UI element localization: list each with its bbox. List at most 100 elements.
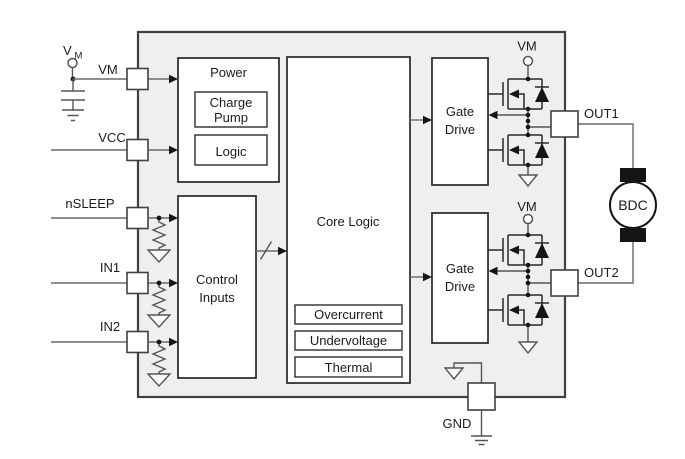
nsleep-junction-dot — [156, 215, 162, 221]
vm-supply-label: V — [63, 43, 72, 58]
bus-slash-icon — [259, 241, 273, 260]
in1-junction-dot — [156, 280, 162, 286]
control-to-core-bus — [256, 241, 287, 260]
pin-vm-label: VM — [98, 62, 118, 77]
pin-vcc-label: VCC — [98, 130, 125, 145]
core-logic-box — [286, 56, 411, 384]
bridge2-ground-icon — [517, 341, 539, 355]
mosfet-hs2-body — [488, 234, 542, 266]
control-inputs-label-1: Control — [196, 272, 238, 287]
gate-drive-2-label-1: Gate — [446, 261, 474, 276]
gnd-assembly: GND — [443, 362, 496, 446]
thermal-label: Thermal — [325, 360, 373, 375]
gate-drive-2-label-2: Drive — [445, 279, 475, 294]
motor-label: BDC — [618, 197, 648, 213]
mosfet-ls1-arrow-icon — [509, 145, 519, 155]
in2-ground-icon — [146, 373, 172, 388]
mosfet-ls2-arrow-icon — [509, 305, 519, 315]
gate-drive-1-label-2: Drive — [445, 122, 475, 137]
nsleep-resistor-icon — [151, 220, 167, 250]
input-pulldowns — [146, 215, 172, 388]
pin-vcc — [126, 138, 149, 162]
bridge2-sense-arrowhead-icon — [488, 266, 498, 276]
pin-out1-label: OUT1 — [584, 106, 619, 121]
mosfet-ls2-body — [488, 294, 542, 326]
pin-gnd-label: GND — [443, 416, 472, 431]
capacitor-icon — [61, 79, 85, 101]
logic-label: Logic — [215, 144, 247, 159]
bridge2-vm-terminal-icon — [522, 213, 534, 225]
body-diode-ls1-icon — [535, 143, 549, 158]
mosfet-ls2-icon — [488, 294, 549, 326]
core-to-gd1-arrowhead-icon — [423, 115, 432, 125]
arrowhead-vcc-icon — [169, 145, 178, 155]
in2-resistor-icon — [151, 344, 167, 374]
in1-resistor-icon — [151, 285, 167, 315]
bridge1-sense-arrowhead-icon — [488, 110, 498, 120]
wire-out2 — [578, 242, 634, 284]
in2-junction-dot — [156, 339, 162, 345]
pin-out2-label: OUT2 — [584, 265, 619, 280]
overcurrent-label: Overcurrent — [314, 307, 383, 322]
power-block-title: Power — [210, 65, 248, 80]
arrowhead-nsleep-icon — [169, 213, 178, 223]
bridge1-vm-terminal-icon — [522, 55, 534, 67]
mosfet-hs1-body — [488, 78, 542, 110]
bridge2-junction-dots — [525, 232, 531, 328]
bridge1-vm-label: VM — [517, 39, 537, 54]
wire-out1 — [578, 123, 634, 168]
nsleep-ground-icon — [146, 249, 172, 264]
body-diode-hs1-icon — [535, 87, 549, 102]
bridge1-junction-dots — [525, 76, 531, 168]
bdc-motor: BDC — [609, 168, 657, 242]
bridge1-ground-icon — [517, 174, 539, 188]
pin-gnd — [467, 382, 496, 411]
arrowhead-in1-icon — [169, 278, 178, 288]
capacitor-ground-icon — [62, 100, 84, 122]
control-inputs-label-2: Inputs — [199, 290, 235, 305]
pin-in2 — [126, 330, 149, 354]
pin-out2 — [550, 269, 579, 297]
bridge2-vm-label: VM — [517, 199, 537, 214]
gate-drive-1-block: Gate Drive — [431, 57, 489, 186]
gnd-earth-icon — [471, 410, 492, 446]
motor-brush-top-icon — [620, 168, 646, 182]
half-bridge-1: VM — [488, 39, 551, 188]
overcurrent-box — [294, 304, 403, 325]
body-diode-ls2-icon — [535, 303, 549, 318]
control-inputs-box — [177, 195, 257, 379]
arrowhead-in2-icon — [169, 337, 178, 347]
motor-brush-bottom-icon — [620, 228, 646, 242]
vm-supply-terminal-icon — [67, 57, 78, 69]
mosfet-hs2-arrow-icon — [509, 245, 519, 255]
control-inputs-block: Control Inputs — [177, 195, 257, 379]
pin-in1 — [126, 271, 149, 295]
gate-drive-1-box — [431, 57, 489, 186]
logic-box — [194, 134, 268, 166]
left-pins: VM VCC nSLEEP IN1 IN2 — [51, 62, 178, 354]
arrowhead-vm-icon — [169, 74, 178, 84]
core-logic-block: Core Logic Overcurrent Undervoltage Ther… — [286, 56, 411, 384]
pin-out1 — [550, 110, 579, 138]
core-to-gd2-arrowhead-icon — [423, 272, 432, 282]
mosfet-hs2-icon — [488, 234, 549, 266]
vm-supply-label-sub: M — [75, 51, 83, 62]
charge-pump-label-2: Pump — [214, 110, 248, 125]
gate-drive-1-label-1: Gate — [446, 104, 474, 119]
mosfet-hs1-icon — [488, 78, 549, 110]
gnd-internal-ground-icon — [443, 367, 465, 381]
thermal-box — [294, 356, 403, 378]
mosfet-hs1-arrow-icon — [509, 89, 519, 99]
charge-pump-label-1: Charge — [210, 95, 253, 110]
undervoltage-label: Undervoltage — [310, 333, 387, 348]
pin-in2-label: IN2 — [100, 319, 120, 334]
half-bridge-2: VM — [488, 199, 551, 355]
pin-in1-label: IN1 — [100, 260, 120, 275]
body-diode-hs2-icon — [535, 243, 549, 258]
mosfet-ls1-body — [488, 134, 542, 166]
mosfet-ls1-icon — [488, 134, 549, 166]
charge-pump-box — [194, 91, 268, 128]
pin-nsleep-label: nSLEEP — [65, 196, 114, 211]
